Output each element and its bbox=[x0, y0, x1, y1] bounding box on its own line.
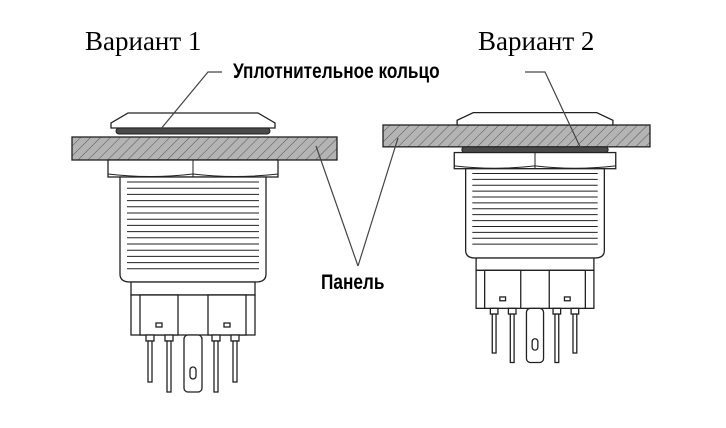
panel bbox=[71, 136, 338, 161]
center-tab bbox=[525, 307, 545, 364]
pin-base bbox=[164, 334, 174, 342]
center-tab bbox=[183, 334, 203, 393]
terminal-housing bbox=[207, 294, 247, 336]
nut-curve bbox=[107, 173, 279, 177]
variant-2-label: Вариант 2 bbox=[478, 26, 595, 56]
pin-base bbox=[507, 307, 517, 315]
variant-1-label: Вариант 1 bbox=[85, 26, 202, 56]
pin bbox=[147, 340, 153, 383]
pin bbox=[166, 340, 172, 393]
panel-leader-right bbox=[357, 137, 399, 267]
pin-base bbox=[230, 334, 240, 342]
pin-base bbox=[145, 334, 155, 342]
seal-ring bbox=[115, 127, 271, 135]
terminal-housing bbox=[139, 294, 179, 336]
panel-leader-left bbox=[315, 145, 359, 267]
pin bbox=[491, 313, 497, 354]
seal-ring-label: Уплотнительное кольцо bbox=[233, 60, 440, 83]
terminal-slot bbox=[563, 296, 571, 302]
button-variant-1 bbox=[71, 112, 338, 393]
terminal-housing bbox=[548, 269, 586, 310]
pin-base bbox=[211, 334, 221, 342]
terminal-housing bbox=[483, 269, 522, 310]
pin bbox=[232, 340, 238, 383]
terminal-slot bbox=[155, 322, 163, 328]
pin bbox=[509, 313, 515, 364]
seal-leader-right bbox=[525, 71, 583, 152]
seal-leader-left bbox=[159, 71, 222, 131]
button-variant-2 bbox=[382, 112, 651, 364]
pin bbox=[554, 313, 560, 364]
pin bbox=[213, 340, 219, 393]
nut-curve bbox=[454, 165, 616, 169]
base-block bbox=[475, 257, 595, 272]
seal-ring bbox=[461, 146, 609, 154]
pin-base bbox=[570, 307, 580, 315]
panel bbox=[382, 124, 651, 148]
threaded-body bbox=[119, 176, 267, 283]
panel-label: Панель bbox=[321, 271, 385, 294]
terminal-slot bbox=[499, 296, 507, 302]
base-block bbox=[130, 281, 256, 296]
pin bbox=[572, 313, 578, 354]
pin-base bbox=[552, 307, 562, 315]
center-tab-hole bbox=[189, 366, 197, 380]
pin-base bbox=[489, 307, 499, 315]
button-cap bbox=[110, 112, 276, 129]
center-tab-hole bbox=[531, 338, 539, 351]
button-cap bbox=[456, 112, 614, 126]
terminal-slot bbox=[223, 322, 231, 328]
